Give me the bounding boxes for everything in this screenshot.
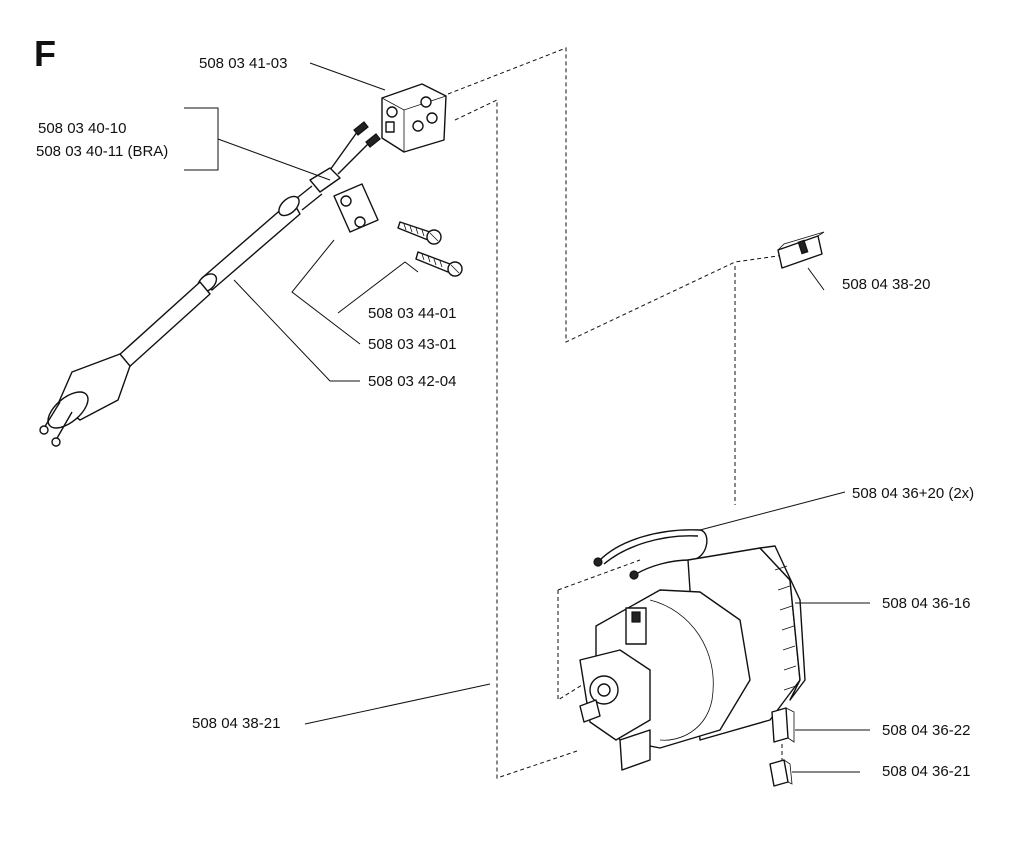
label-terminal-block: 508 03 41-03: [199, 55, 287, 72]
leader-lines: [184, 62, 870, 773]
lead-wires-drawing: [593, 529, 708, 580]
label-clamp-plate: 508 03 43-01: [368, 336, 456, 353]
screws-drawing: [397, 221, 463, 277]
label-lead-wires: 508 04 36+20 (2x): [852, 485, 974, 502]
brush-parts-drawing: [769, 707, 795, 787]
label-motor-cable: 508 04 38-21: [192, 715, 280, 732]
switch-connector-drawing: [777, 231, 825, 269]
label-cord-a: 508 03 40-10: [38, 120, 126, 137]
terminal-block-drawing: [381, 83, 447, 153]
section-letter: F: [34, 33, 56, 74]
wiring-paths: [447, 47, 821, 779]
motor-drawing: [579, 545, 806, 771]
label-brush-holder: 508 04 36-22: [882, 722, 970, 739]
power-cord-drawing: [39, 121, 381, 447]
label-motor: 508 04 36-16: [882, 595, 970, 612]
label-screws: 508 03 44-01: [368, 305, 456, 322]
label-carbon-brush: 508 04 36-21: [882, 763, 970, 780]
label-cord-b: 508 03 40-11 (BRA): [36, 143, 168, 160]
clamp-plate-drawing: [333, 183, 379, 233]
label-cable-sleeve: 508 03 42-04: [368, 373, 456, 390]
label-switch-cable: 508 04 38-20: [842, 276, 930, 293]
